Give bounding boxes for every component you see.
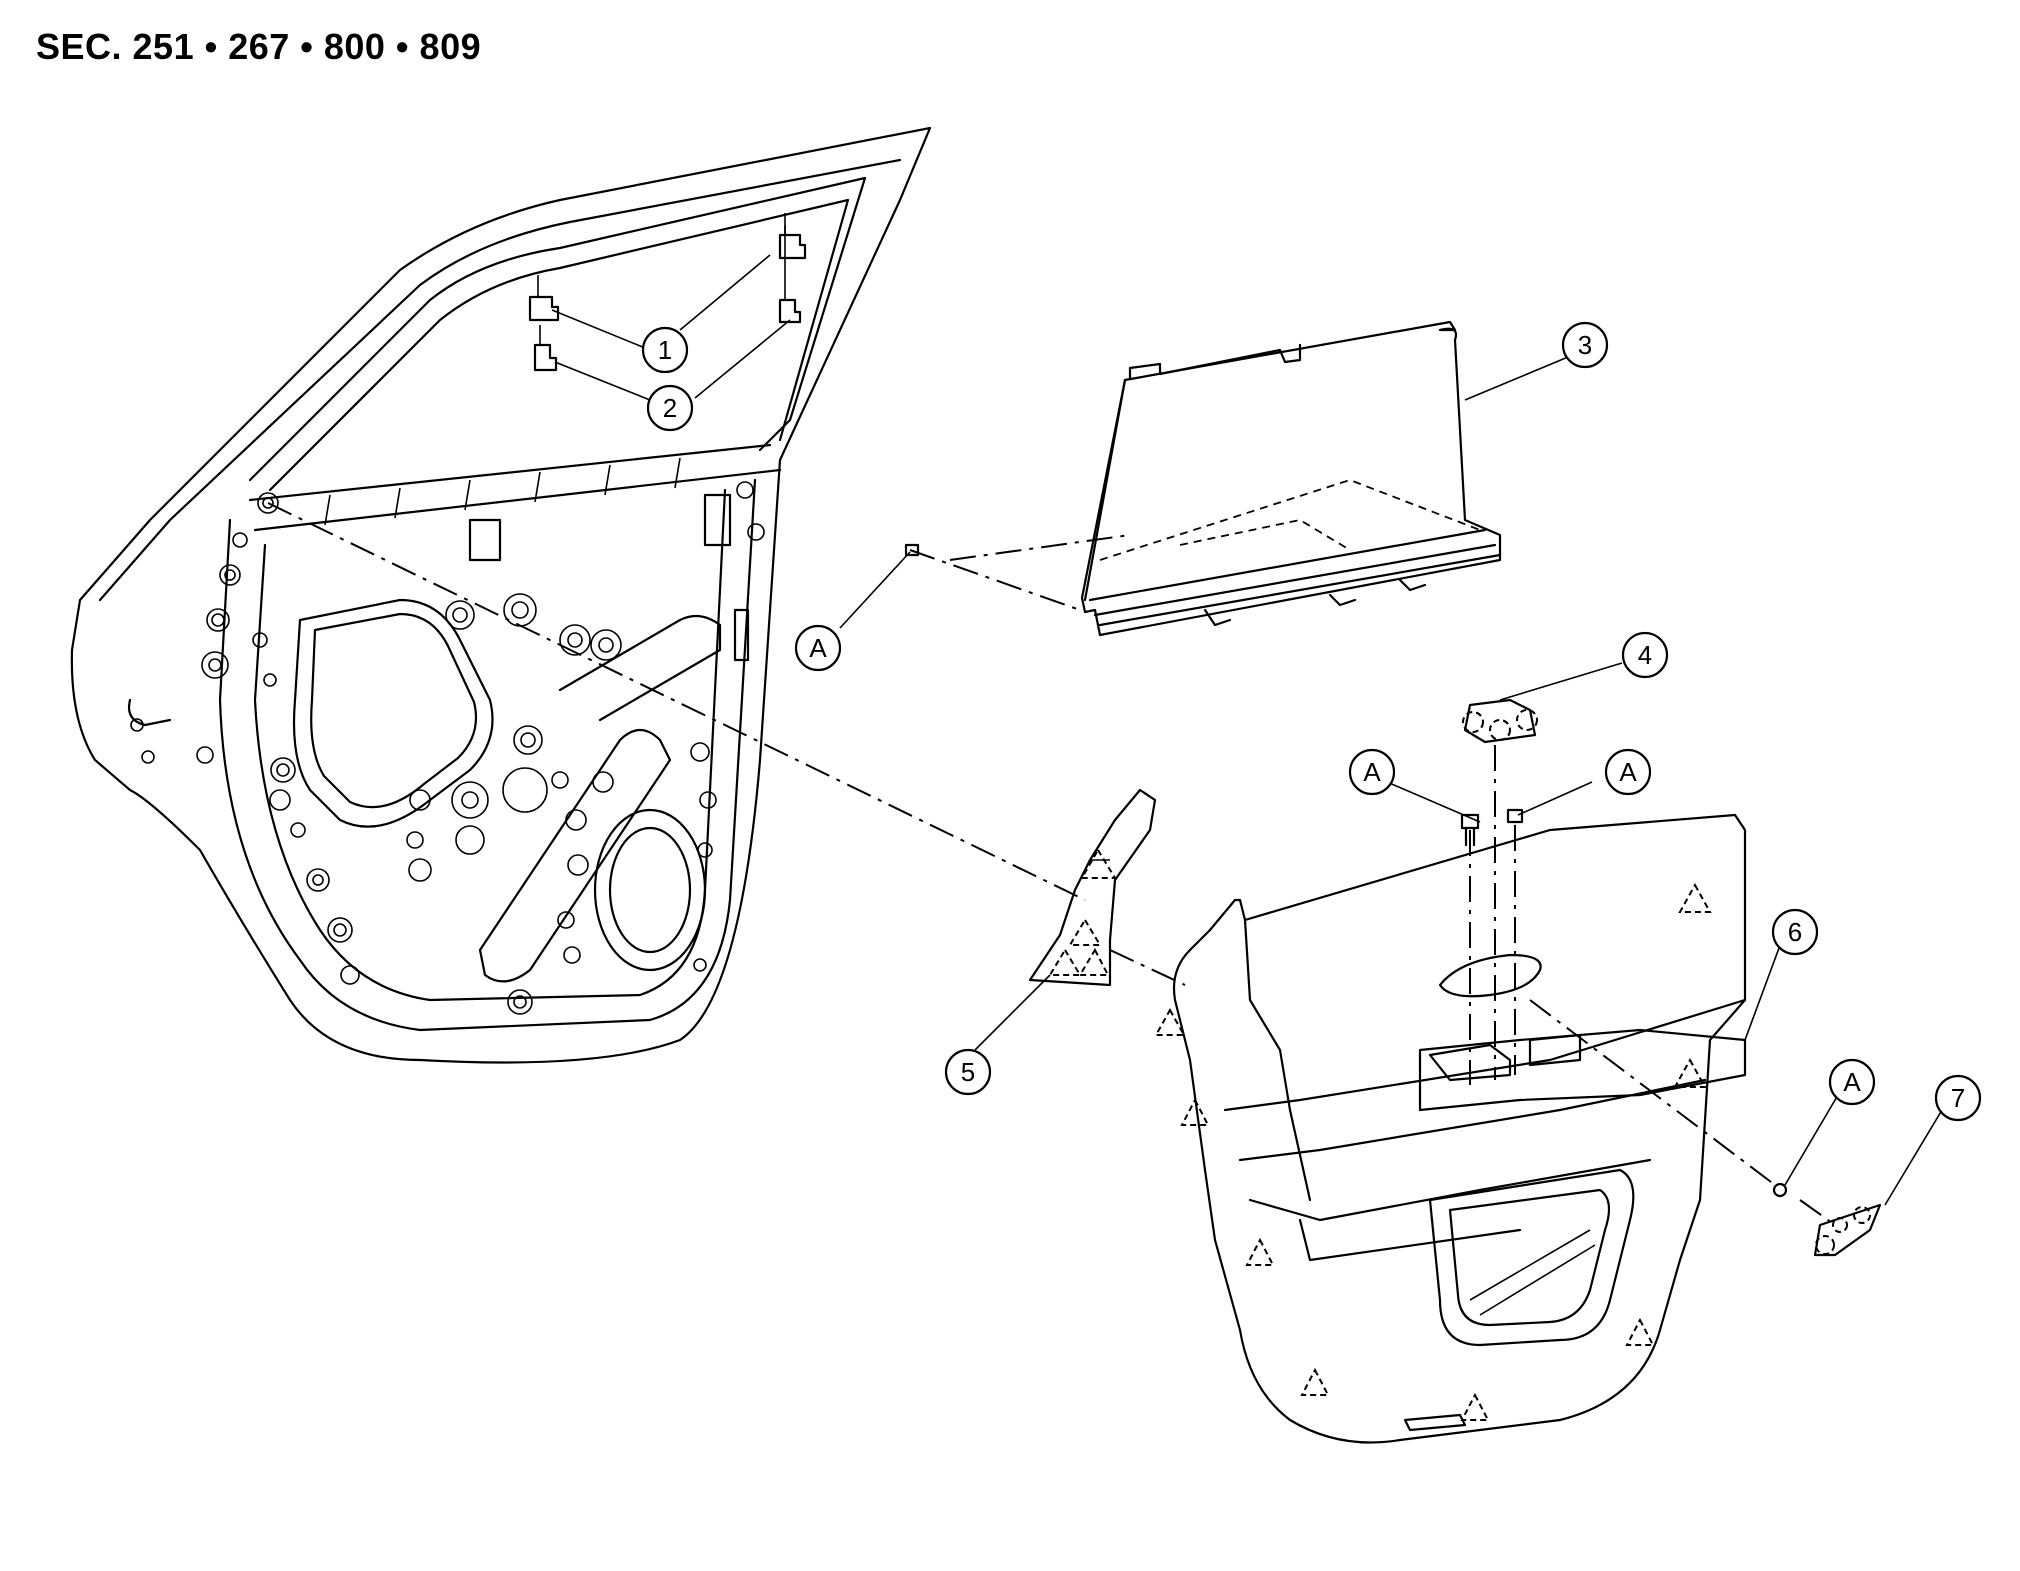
callout-4: 4	[1621, 631, 1669, 679]
callout-1: 1	[641, 326, 689, 374]
svg-text:A: A	[1619, 757, 1637, 787]
part-4-bracket	[1462, 698, 1538, 744]
callout-a-right: A	[1828, 1058, 1876, 1106]
svg-text:5: 5	[961, 1057, 975, 1087]
part-7-clip	[1813, 1203, 1882, 1257]
callout-3: 3	[1561, 321, 1609, 369]
leader-lines	[551, 254, 1943, 1206]
svg-text:A: A	[1363, 757, 1381, 787]
svg-text:A: A	[809, 633, 827, 663]
callout-a-center-right: A	[1604, 748, 1652, 796]
section-reference: SEC. 251 • 267 • 800 • 809	[36, 26, 482, 67]
svg-text:4: 4	[1638, 640, 1652, 670]
part-3-panel	[1080, 320, 1502, 637]
part-5-trim-piece	[1028, 788, 1157, 987]
svg-text:6: 6	[1788, 917, 1802, 947]
screws	[904, 543, 1788, 1198]
svg-text:3: 3	[1578, 330, 1592, 360]
callout-2: 2	[646, 384, 694, 432]
callout-a-center-left: A	[1348, 748, 1396, 796]
assembly-lines	[267, 502, 1836, 1226]
svg-text:2: 2	[663, 393, 677, 423]
callout-7: 7	[1934, 1074, 1982, 1122]
rear-door-panel	[70, 126, 932, 1064]
clip-parts	[528, 213, 807, 372]
svg-text:1: 1	[658, 335, 672, 365]
part-6-door-trim	[1154, 813, 1747, 1444]
callout-5: 5	[944, 1048, 992, 1096]
svg-text:A: A	[1843, 1067, 1861, 1097]
callout-6: 6	[1771, 908, 1819, 956]
svg-text:7: 7	[1951, 1083, 1965, 1113]
callout-a-left: A	[794, 624, 842, 672]
